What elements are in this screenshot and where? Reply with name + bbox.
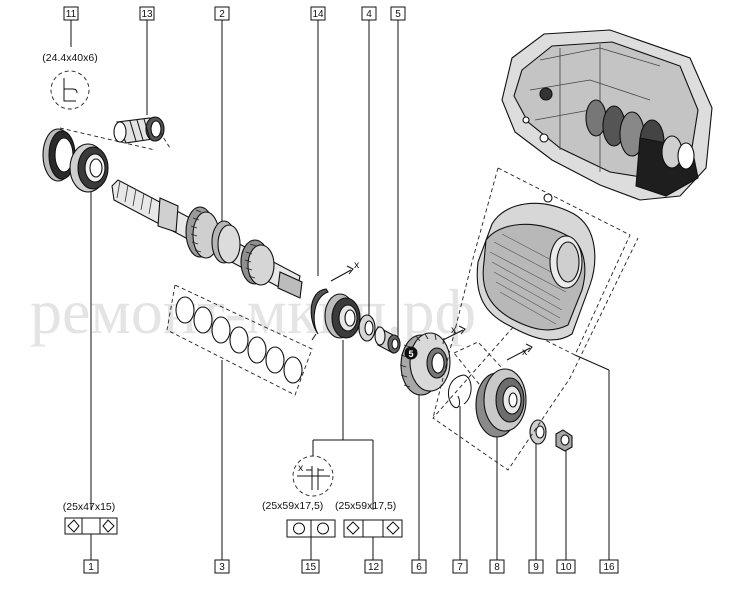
svg-text:12: 12 [368,562,380,573]
svg-text:8: 8 [494,562,500,573]
svg-text:2: 2 [219,9,225,20]
callout-8: 8 [489,559,505,574]
callout-14: 14 [310,6,326,21]
circlip-14-part [310,288,329,341]
play-mark-hub: x [506,343,533,361]
symbol-bearing-15 [286,519,336,538]
svg-text:x: x [354,259,360,271]
symbol-bearing-12 [343,519,403,538]
svg-text:5: 5 [395,9,401,20]
dim-bearing-12: (25x59x17,5) [335,500,396,512]
callout-16: 16 [599,559,619,574]
dim-bearing-15: (25x59x17,5) [262,500,323,512]
svg-text:1: 1 [88,562,94,573]
play-mark-gear: x [442,324,466,341]
nut-10-part [555,429,573,452]
callout-7: 7 [452,559,468,574]
svg-text:x: x [522,346,528,358]
callout-13: 13 [139,6,155,21]
dim-bearing-1: (25x47x15) [63,501,116,513]
svg-text:7: 7 [457,562,463,573]
synchro-hub-8-part [453,341,527,438]
svg-text:16: 16 [603,562,615,573]
bush-5-part [374,326,401,354]
gear-marker-5: 5 [404,346,418,360]
callout-11: 11 [63,6,79,21]
dim-seal-11: (24.4x40x6) [42,52,97,64]
svg-text:11: 11 [66,9,77,20]
svg-text:4: 4 [366,9,372,20]
callout-3: 3 [214,559,230,574]
callout-1: 1 [83,559,99,574]
callout-9: 9 [528,559,544,574]
callout-2: 2 [214,6,230,21]
oil-seal-part [42,128,76,182]
play-detail-circle: x [292,455,334,497]
svg-text:9: 9 [533,562,539,573]
spacer-4-part [358,314,376,342]
svg-text:15: 15 [305,562,317,573]
seal-axis [59,127,156,151]
callout-5: 5 [390,6,406,21]
bearing-12-15-part [324,293,361,339]
svg-text:3: 3 [219,562,225,573]
ring-7-part [448,374,472,409]
svg-text:14: 14 [312,9,324,20]
watermark: ремонт-мкпп.рф [30,276,476,347]
svg-text:5: 5 [408,349,413,359]
rear-cover-16-part [476,193,596,341]
needle-axis [159,131,171,149]
svg-text:x: x [298,462,304,474]
callout-12: 12 [364,559,383,574]
callout-10: 10 [556,559,576,574]
callout-15: 15 [301,559,320,574]
washer-9-part [529,419,547,445]
shim-set-3-part [166,284,313,396]
svg-text:13: 13 [141,9,153,20]
callout-6: 6 [411,559,427,574]
symbol-bearing-1 [64,517,118,535]
fifth-gear-6-part [399,332,451,396]
gearbox-housing-part [501,29,713,201]
callout-4: 4 [361,6,377,21]
input-shaft-2-part [111,179,303,299]
svg-text:x: x [451,324,457,336]
svg-text:6: 6 [416,562,422,573]
needle-bearing-13-part [113,116,165,144]
play-mark-14: x [330,259,360,282]
cover-group-outline [432,167,639,471]
seal-detail-11 [50,70,90,110]
leader-16-a [574,354,610,371]
svg-text:10: 10 [560,562,572,573]
bearing-1-part [69,143,109,193]
